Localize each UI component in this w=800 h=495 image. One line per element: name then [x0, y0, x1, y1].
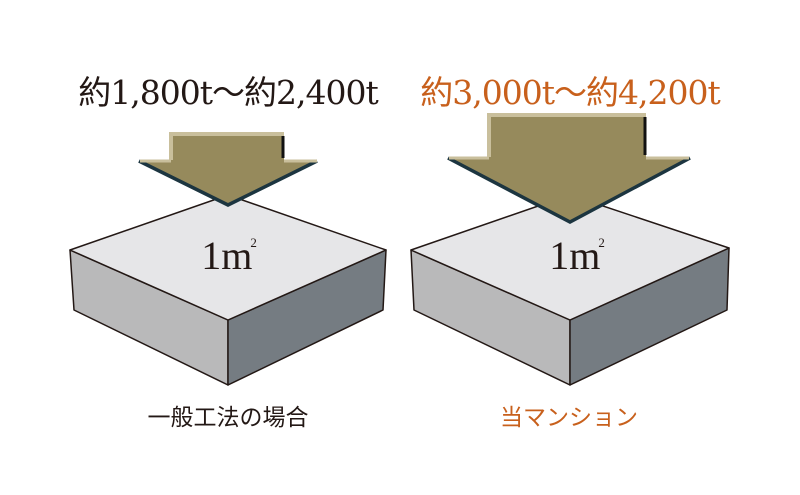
right-area-superscript: 2 [598, 235, 605, 250]
left-area-value: 1m [201, 233, 253, 278]
right-area-label: 1m2 [549, 232, 605, 279]
right-down-arrow-icon [447, 113, 691, 224]
right-area-value: 1m [549, 233, 601, 278]
left-case-label: 一般工法の場合 [147, 405, 309, 431]
left-block-cube [69, 194, 387, 386]
right-block-cube [410, 194, 730, 386]
left-load-label: 約1,800t～約2,400t [78, 73, 378, 112]
right-load-label: 約3,000t～約4,200t [420, 73, 720, 112]
right-case-label: 当マンション [500, 405, 638, 431]
left-down-arrow-icon [138, 132, 318, 207]
left-area-superscript: 2 [250, 235, 257, 250]
left-area-label: 1m2 [201, 232, 257, 279]
